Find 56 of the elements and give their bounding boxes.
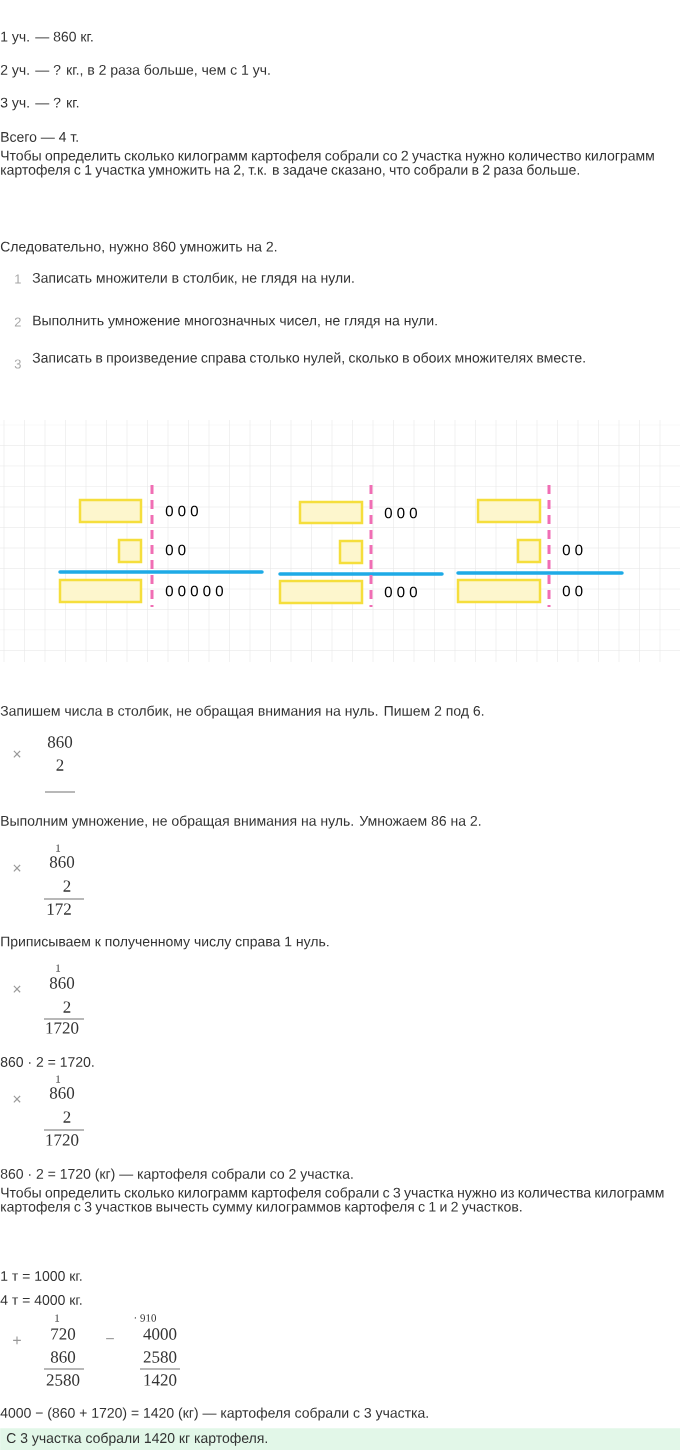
list-number: 3 (14, 359, 21, 369)
list-number: 2 (14, 317, 21, 327)
number: 2 (63, 880, 71, 892)
zero-digits: 0 0 0 (384, 507, 417, 519)
list-number: 1 (15, 274, 21, 284)
text-line: Всего — 4 т. (1, 132, 78, 142)
number: 860 (50, 1351, 76, 1363)
number: 2580 (46, 1374, 80, 1386)
text-line: Запишем числа в столбик, не обращая внимания на нуль. Пишем 2 под 6. (0, 705, 484, 719)
number: 1420 (144, 1374, 177, 1386)
number: 2 (56, 759, 64, 771)
zero-digits: 0 0 0 (165, 505, 198, 517)
text-line: 4 т = 4000 кг. (0, 1295, 82, 1305)
formula-line: 860 · 2 = 1720. (0, 1057, 94, 1067)
number: 860 (47, 736, 73, 748)
carry-digit: 1 (56, 844, 61, 852)
list-item: Записать в произведение справа столько нулей, сколько в обоих множителях вместе. (32, 352, 585, 366)
zero-digits: 0 0 (562, 585, 583, 597)
number: 860 (49, 856, 75, 868)
number: 172 (47, 903, 71, 915)
number: 2 (63, 1001, 71, 1013)
text-line: Следовательно, нужно 860 умножить на 2. (0, 241, 277, 255)
operator-sign: × (13, 985, 21, 993)
carry-digit: 1 (56, 1075, 61, 1083)
operator-sign: × (13, 864, 21, 872)
number: 2 (63, 1111, 71, 1123)
operator-sign: × (13, 750, 21, 758)
text-line: 3 уч. — ? кг. (0, 97, 79, 111)
paragraph: Чтобы определить сколько килограмм картофеля собрали со 2 участка нужно количество килограмм картофеля с 1 участка умножить на 2, т.к. в задаче сказано, что собрали в 2 раза больше. (1, 150, 654, 178)
number: 1720 (46, 1022, 79, 1034)
operator-sign: × (13, 1095, 21, 1103)
carry-digit: 1 (56, 964, 61, 972)
text-line: Выполним умножение, не обращая внимания на нуль. Умножаем 86 на 2. (1, 815, 481, 829)
number: 860 (49, 977, 75, 989)
zero-digits: 0 0 (165, 544, 186, 556)
text-line: 1 уч. — 860 кг. (1, 31, 93, 45)
number: 720 (51, 1328, 76, 1340)
borrow-digits: · 910 (134, 1314, 157, 1322)
number: 2580 (143, 1351, 177, 1363)
number: 860 (49, 1087, 75, 1099)
text-line: 1 т = 1000 кг. (1, 1271, 82, 1281)
carry-digit: 1 (55, 1314, 60, 1322)
text-line: Приписываем к полученному числу справа 1 нуль. (1, 936, 329, 950)
text-line: 860 · 2 = 1720 (кг) — картофеля собрали со 2 участка. (0, 1168, 353, 1182)
list-item: Записать множители в столбик, не глядя на нули. (32, 272, 354, 286)
list-item: Выполнить умножение многозначных чисел, не глядя на нули. (33, 315, 437, 329)
number: 1720 (46, 1134, 79, 1146)
zero-digits: 0 0 0 0 0 (165, 585, 223, 597)
operator-sign: − (106, 1338, 114, 1340)
paragraph: Чтобы определить сколько килограмм картофеля собрали с 3 участка нужно из количества килограмм картофеля с 3 участков вычесть сумму килограммов картофеля с 1 и 2 участков. (1, 1187, 664, 1215)
number: 4000 (143, 1328, 177, 1340)
zero-digits: 0 0 (562, 544, 583, 556)
text-line: 2 уч. — ? кг., в 2 раза больше, чем с 1 уч. (0, 64, 270, 78)
zero-digits: 0 0 0 (384, 586, 417, 598)
operator-sign: + (13, 1336, 21, 1345)
answer-band: С 3 участка собрали 1420 кг картофеля. (0, 1428, 680, 1450)
